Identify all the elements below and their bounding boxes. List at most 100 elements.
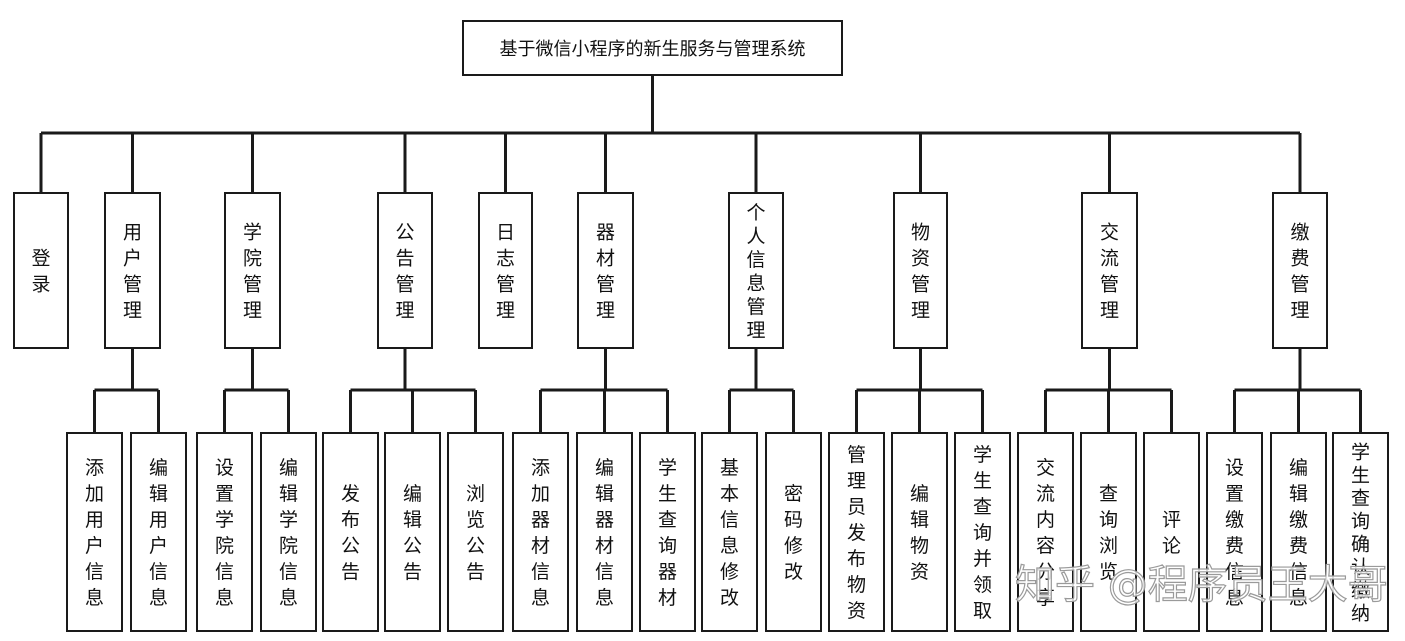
module-node-payment: 缴费管理 bbox=[1272, 192, 1328, 349]
function-node: 学生查询并领取 bbox=[954, 432, 1011, 632]
module-label-user: 用户管理 bbox=[123, 222, 142, 322]
function-node: 编辑器材信息 bbox=[576, 432, 633, 632]
module-node-college: 学院管理 bbox=[224, 192, 281, 349]
function-box bbox=[260, 432, 317, 632]
function-nodes: 添加用户信息 编辑用户信息 设置学院信息 编辑学院信息 发布公告 编辑公告 浏览公告 添加器材… bbox=[66, 432, 1389, 632]
function-box bbox=[1332, 432, 1389, 632]
function-box bbox=[765, 432, 822, 632]
function-node: 添加用户信息 bbox=[66, 432, 123, 632]
module-label-payment: 缴费管理 bbox=[1290, 222, 1309, 322]
module-box-log bbox=[478, 192, 533, 349]
function-box bbox=[1143, 432, 1200, 632]
function-box bbox=[954, 432, 1011, 632]
function-box bbox=[828, 432, 885, 632]
function-node: 基本信息修改 bbox=[701, 432, 758, 632]
module-node-personal: 个人信息管理 bbox=[728, 192, 784, 349]
function-box bbox=[891, 432, 948, 632]
module-box-user bbox=[104, 192, 161, 349]
module-label-college: 学院管理 bbox=[243, 222, 262, 322]
module-label-exchange: 交流管理 bbox=[1100, 222, 1119, 322]
function-label: 编辑学院信息 bbox=[279, 457, 298, 609]
module-box-personal bbox=[728, 192, 784, 349]
module-label-login: 登录 bbox=[31, 248, 50, 296]
module-box-payment bbox=[1272, 192, 1328, 349]
function-node: 交流内容分享 bbox=[1017, 432, 1074, 632]
function-box bbox=[701, 432, 758, 632]
module-node-log: 日志管理 bbox=[478, 192, 533, 349]
function-node: 添加器材信息 bbox=[512, 432, 569, 632]
module-label-log: 日志管理 bbox=[496, 222, 515, 322]
module-node-notice: 公告管理 bbox=[377, 192, 433, 349]
module-box-exchange bbox=[1081, 192, 1138, 349]
function-box bbox=[1206, 432, 1263, 632]
root-label: 基于微信小程序的新生服务与管理系统 bbox=[500, 39, 806, 60]
function-box bbox=[1080, 432, 1137, 632]
function-node: 编辑物资 bbox=[891, 432, 948, 632]
function-box bbox=[639, 432, 696, 632]
module-box-notice bbox=[377, 192, 433, 349]
function-node: 编辑学院信息 bbox=[260, 432, 317, 632]
function-node: 学生查询确认缴纳 bbox=[1332, 432, 1389, 632]
function-box bbox=[447, 432, 504, 632]
connector-lines bbox=[39, 75, 1362, 433]
function-label: 编辑物资 bbox=[910, 483, 929, 583]
module-label-material: 物资管理 bbox=[911, 222, 930, 322]
function-box bbox=[130, 432, 187, 632]
module-label-equipment: 器材管理 bbox=[596, 222, 615, 322]
module-node-equipment: 器材管理 bbox=[577, 192, 634, 349]
function-box bbox=[384, 432, 441, 632]
function-label: 密码修改 bbox=[784, 483, 803, 583]
function-box bbox=[322, 432, 379, 632]
function-node: 设置缴费信息 bbox=[1206, 432, 1263, 632]
function-label: 浏览公告 bbox=[466, 483, 485, 583]
module-box-login bbox=[13, 192, 69, 349]
function-label: 添加用户信息 bbox=[85, 457, 104, 609]
function-label: 交流内容分享 bbox=[1036, 457, 1055, 609]
function-node: 编辑缴费信息 bbox=[1270, 432, 1327, 632]
function-label: 编辑缴费信息 bbox=[1289, 457, 1308, 609]
function-label: 学生查询确认缴纳 bbox=[1351, 442, 1370, 625]
function-label: 管理员发布物资 bbox=[847, 444, 866, 622]
function-label: 设置学院信息 bbox=[215, 457, 234, 609]
function-label: 查询浏览 bbox=[1099, 483, 1118, 583]
module-node-material: 物资管理 bbox=[893, 192, 948, 349]
function-label: 学生查询器材 bbox=[658, 457, 677, 609]
function-box bbox=[1017, 432, 1074, 632]
function-node: 管理员发布物资 bbox=[828, 432, 885, 632]
module-node-user: 用户管理 bbox=[104, 192, 161, 349]
function-node: 编辑公告 bbox=[384, 432, 441, 632]
function-node: 评论 bbox=[1143, 432, 1200, 632]
function-box bbox=[512, 432, 569, 632]
function-box bbox=[1270, 432, 1327, 632]
function-node: 学生查询器材 bbox=[639, 432, 696, 632]
function-box bbox=[576, 432, 633, 632]
module-label-personal: 个人信息管理 bbox=[746, 202, 765, 341]
function-box bbox=[196, 432, 253, 632]
function-node: 浏览公告 bbox=[447, 432, 504, 632]
root-node: 基于微信小程序的新生服务与管理系统 bbox=[462, 20, 843, 76]
function-node: 发布公告 bbox=[322, 432, 379, 632]
function-label: 编辑用户信息 bbox=[149, 457, 168, 609]
module-box-material bbox=[893, 192, 948, 349]
function-label: 设置缴费信息 bbox=[1225, 457, 1244, 609]
module-label-notice: 公告管理 bbox=[395, 222, 414, 322]
watermark-text: 知乎 @程序员王大哥 bbox=[1015, 562, 1388, 608]
function-label: 学生查询并领取 bbox=[973, 444, 992, 622]
function-label: 评论 bbox=[1162, 509, 1181, 557]
function-label: 添加器材信息 bbox=[531, 457, 550, 609]
function-node: 查询浏览 bbox=[1080, 432, 1137, 632]
function-label: 发布公告 bbox=[341, 483, 360, 583]
function-node: 密码修改 bbox=[765, 432, 822, 632]
function-node: 编辑用户信息 bbox=[130, 432, 187, 632]
function-label: 基本信息修改 bbox=[720, 457, 739, 609]
function-node: 设置学院信息 bbox=[196, 432, 253, 632]
function-label: 编辑公告 bbox=[403, 483, 422, 583]
function-label: 编辑器材信息 bbox=[595, 457, 614, 609]
module-nodes: 登录 用户管理 学院管理 公告管理 日志管理 器材管理 个人信息管理 物资管理 交流管理 缴费管理 bbox=[13, 192, 1328, 349]
module-box-equipment bbox=[577, 192, 634, 349]
module-node-login: 登录 bbox=[13, 192, 69, 349]
function-box bbox=[66, 432, 123, 632]
module-node-exchange: 交流管理 bbox=[1081, 192, 1138, 349]
root-box bbox=[462, 20, 843, 76]
